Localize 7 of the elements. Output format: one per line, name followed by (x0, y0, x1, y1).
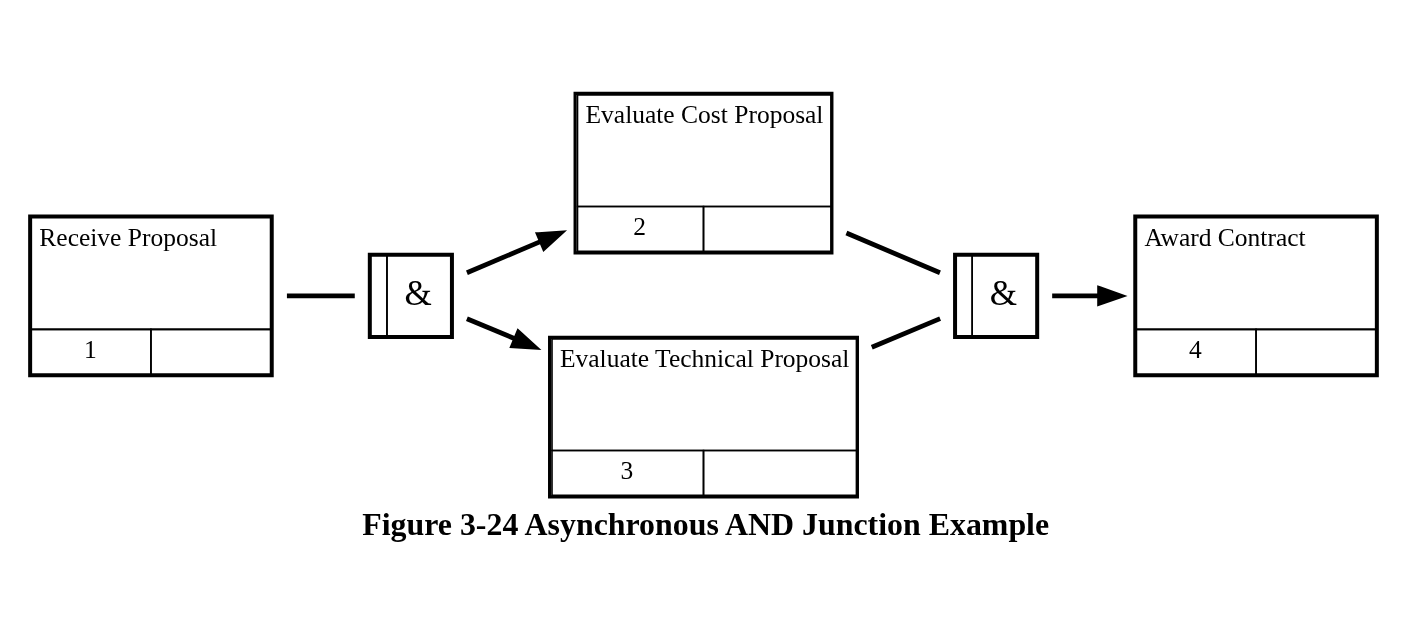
caption: Figure 3-24 Asynchronous AND Junction Example (362, 507, 1050, 543)
arrow (1052, 285, 1128, 307)
arrow (466, 316, 542, 350)
connector (870, 316, 942, 350)
arrow (465, 230, 568, 275)
connector (845, 230, 941, 275)
connector (286, 293, 355, 299)
